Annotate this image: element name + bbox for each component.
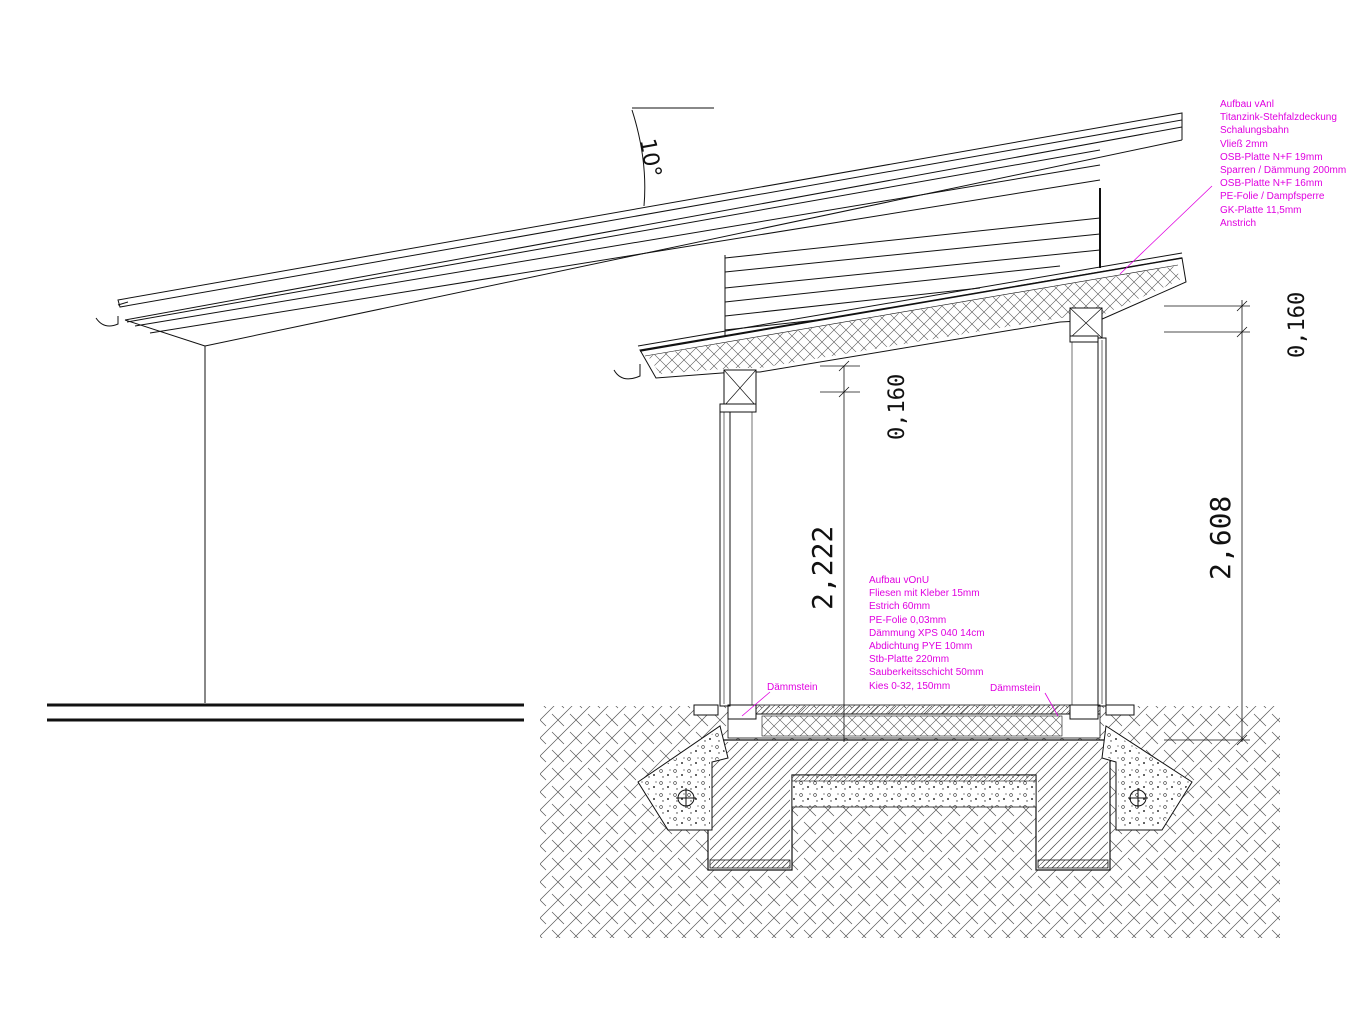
dim-room-height: 2,222 bbox=[806, 526, 839, 610]
roof-layer: Titanzink-Stehfalzdeckung bbox=[1220, 112, 1337, 124]
dimension-lines bbox=[820, 300, 1250, 746]
roof-layer: Schalungsbahn bbox=[1220, 125, 1289, 137]
drain-pipe-left bbox=[676, 788, 696, 808]
elevation-gutter bbox=[95, 316, 119, 327]
floor-layer: PE-Folie 0,03mm bbox=[869, 614, 947, 626]
wall-left bbox=[719, 409, 731, 707]
dim-eave-beam: 0,160 bbox=[885, 374, 910, 440]
roof-buildup-title: Aufbau vAnl bbox=[1220, 99, 1274, 110]
roof-layer: OSB-Platte N+F 19mm bbox=[1220, 151, 1323, 163]
section-walls bbox=[719, 336, 1107, 707]
roof-layer: Anstrich bbox=[1220, 217, 1257, 229]
floor-layer: Fliesen mit Kleber 15mm bbox=[869, 588, 980, 600]
soil-section bbox=[540, 704, 1280, 938]
daemmstein-left-label: Dämmstein bbox=[767, 682, 818, 693]
annotation-leaders bbox=[741, 185, 1213, 717]
daemmstein-right-label: Dämmstein bbox=[990, 683, 1041, 694]
daemmstein-left bbox=[727, 704, 757, 720]
angle-arc bbox=[631, 109, 646, 207]
dim-total-height: 2,608 bbox=[1204, 496, 1237, 580]
floor-layer: Estrich 60mm bbox=[869, 601, 931, 613]
roof-layer: Vließ 2mm bbox=[1220, 138, 1268, 150]
roof-layer: Sparren / Dämmung 200mm bbox=[1220, 165, 1347, 177]
floor-layer: Sauberkeitsschicht 50mm bbox=[869, 667, 984, 679]
floor-layer: Kies 0-32, 150mm bbox=[869, 680, 951, 692]
floor-screed bbox=[727, 704, 1101, 715]
drain-pipe-right bbox=[1128, 788, 1148, 808]
floor-layer: Dämmung XPS 040 14cm bbox=[869, 627, 985, 639]
section-roof bbox=[613, 252, 1187, 413]
floor-buildup-note: Aufbau vOnU Fliesen mit Kleber 15mm Estr… bbox=[869, 574, 985, 693]
roof-angle-label: 10° bbox=[634, 137, 665, 180]
roof-layer: GK-Platte 11,5mm bbox=[1220, 204, 1302, 216]
dim-ridge-beam: 0,160 bbox=[1285, 292, 1310, 358]
roof-buildup-note: Aufbau vAnl Titanzink-Stehfalzdeckung Sc… bbox=[1220, 98, 1346, 230]
daemmstein-right bbox=[1069, 704, 1099, 720]
section-gutter bbox=[613, 364, 641, 380]
left-elevation bbox=[47, 107, 1183, 722]
floor-layer: Abdichtung PYE 10mm bbox=[869, 641, 973, 653]
roof-layer: OSB-Platte N+F 16mm bbox=[1220, 178, 1323, 190]
roof-layer: PE-Folie / Dampfsperre bbox=[1220, 191, 1325, 203]
floor-layer: Stb-Platte 220mm bbox=[869, 654, 950, 666]
floor-buildup-title: Aufbau vOnU bbox=[869, 575, 930, 586]
